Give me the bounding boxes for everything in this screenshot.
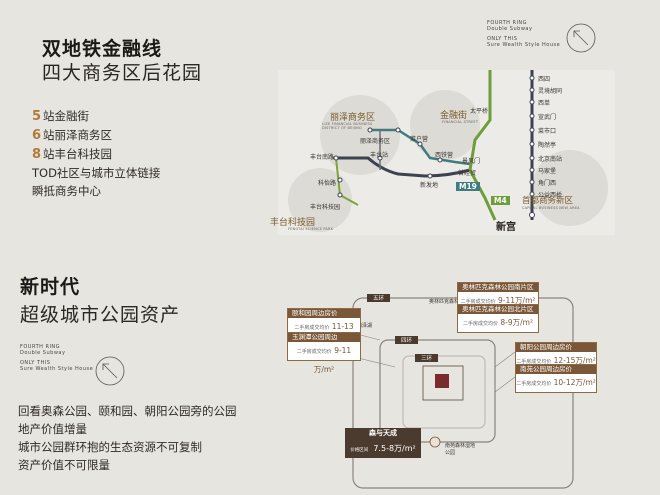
district-capital-en: CAPITAL BUSINESS NEW AREA bbox=[522, 206, 580, 210]
station-label: 丽泽商务区 bbox=[360, 138, 391, 145]
ring-tag-top: FOURTH RING Double Subway ONLY THIS Sure… bbox=[487, 20, 561, 48]
ring-tag-left: FOURTH RING Double Subway ONLY THIS Sure… bbox=[20, 344, 94, 372]
text-line: 城市公园群环抱的生态资源不可复制 bbox=[18, 440, 202, 454]
district-lize-en: LIZE FINANCIAL BUSINESS DISTRICT OF BEIJ… bbox=[322, 122, 373, 130]
project-price-line: 价格区间 7.5-8万/m² bbox=[350, 444, 416, 453]
project-title: 森与天成 bbox=[369, 429, 397, 437]
bottom-park-label: 南苑森林湿地公园 bbox=[445, 443, 476, 456]
project-price: 7.5-8万/m² bbox=[373, 444, 416, 453]
metro-lines bbox=[278, 70, 615, 235]
section2-title: 新时代 bbox=[20, 276, 81, 298]
station-label: 菜户营 bbox=[410, 136, 429, 143]
top-park-label: 奥林匹克森林 bbox=[429, 299, 460, 305]
district-fengtai-en: FENGTAI SCIENCE PARK bbox=[288, 227, 334, 231]
ring-label-4: 四环 bbox=[395, 336, 419, 344]
station-label: 西单 bbox=[538, 100, 551, 107]
price-box: 玉渊潭公园周边 二手房成交均价 9-11万/m² bbox=[287, 332, 361, 374]
station-label: 丰台科技园 bbox=[310, 204, 341, 211]
station-label: 灵境胡同 bbox=[538, 88, 563, 95]
metro-map: M19 M4 丽泽商务区 LIZE FINANCIAL BUSINESS DIS… bbox=[270, 70, 615, 240]
station-label: 西铁营 bbox=[435, 152, 454, 159]
left-park-label: 丽泽湖 bbox=[357, 323, 373, 329]
ring-label-5: 五环 bbox=[367, 294, 391, 302]
text-line: 回看奥森公园、颐和园、朝阳公园旁的公园 bbox=[18, 404, 237, 418]
district-lize: 丽泽商务区 bbox=[330, 113, 376, 123]
station-label: 新发地 bbox=[420, 182, 439, 189]
section2-texts: 回看奥森公园、颐和园、朝阳公园旁的公园 地产价值增量 城市公园群环抱的生态资源不… bbox=[18, 402, 237, 474]
bullet-line: TOD社区与城市立体链接 bbox=[32, 166, 161, 180]
line-badge-m19: M19 bbox=[456, 182, 480, 191]
station-label: 丰台站 bbox=[370, 152, 389, 159]
station-label: 陶然亭 bbox=[538, 142, 557, 149]
section2-subtitle: 超级城市公园资产 bbox=[20, 304, 181, 326]
section1-title: 双地铁金融线 bbox=[42, 38, 163, 60]
station-label: 丰台南路 bbox=[310, 154, 335, 161]
station-label: 科怡路 bbox=[318, 180, 337, 187]
line-badge-m4: M4 bbox=[491, 196, 510, 205]
project-price-box: 森与天成 价格区间 7.5-8万/m² bbox=[345, 428, 421, 458]
station-label: 公益西桥 bbox=[538, 192, 563, 199]
district-finance-en: FINANCIAL STREET bbox=[442, 120, 479, 124]
ring-roads bbox=[324, 296, 574, 489]
station-label: 太平桥 bbox=[470, 108, 489, 115]
text-line: 地产价值增量 bbox=[18, 422, 87, 436]
section1-subtitle: 四大商务区后花园 bbox=[42, 62, 203, 84]
park-ring-map: 五环 四环 三环 奥林匹克森林 丽泽湖 南苑森林湿地公园 森与天成 价格区间 7… bbox=[285, 282, 640, 492]
district-finance: 金融街 bbox=[440, 111, 468, 121]
station-label: 马家堡 bbox=[538, 168, 557, 175]
station-label: 宣武门 bbox=[538, 114, 557, 121]
station-label: 北京南站 bbox=[538, 156, 563, 163]
district-fengtai: 丰台科技园 bbox=[270, 218, 316, 228]
bullet-line: 瞬抵商务中心 bbox=[32, 184, 101, 198]
price-box: 奥林匹克森林公园北片区 二手房成交均价 8-9万/m² bbox=[457, 304, 539, 333]
station-label: 西四 bbox=[538, 76, 551, 83]
price-box: 南苑公园周边房价 二手房成交均价 10-12万/m² bbox=[515, 364, 597, 393]
station-label: 景风门 bbox=[462, 158, 481, 165]
ring-label-3: 三环 bbox=[415, 354, 439, 362]
station-label: 菜市口 bbox=[538, 128, 557, 135]
station-label: 角门西 bbox=[538, 180, 557, 187]
district-capital: 首都商务新区 bbox=[522, 196, 574, 206]
compass-arrow-icon bbox=[95, 356, 125, 386]
compass-arrow-icon bbox=[566, 23, 596, 53]
terminal-station: 新宫 bbox=[496, 222, 516, 233]
text-line: 资产价值不可限量 bbox=[18, 458, 110, 472]
station-label: 首经贸 bbox=[458, 170, 477, 177]
